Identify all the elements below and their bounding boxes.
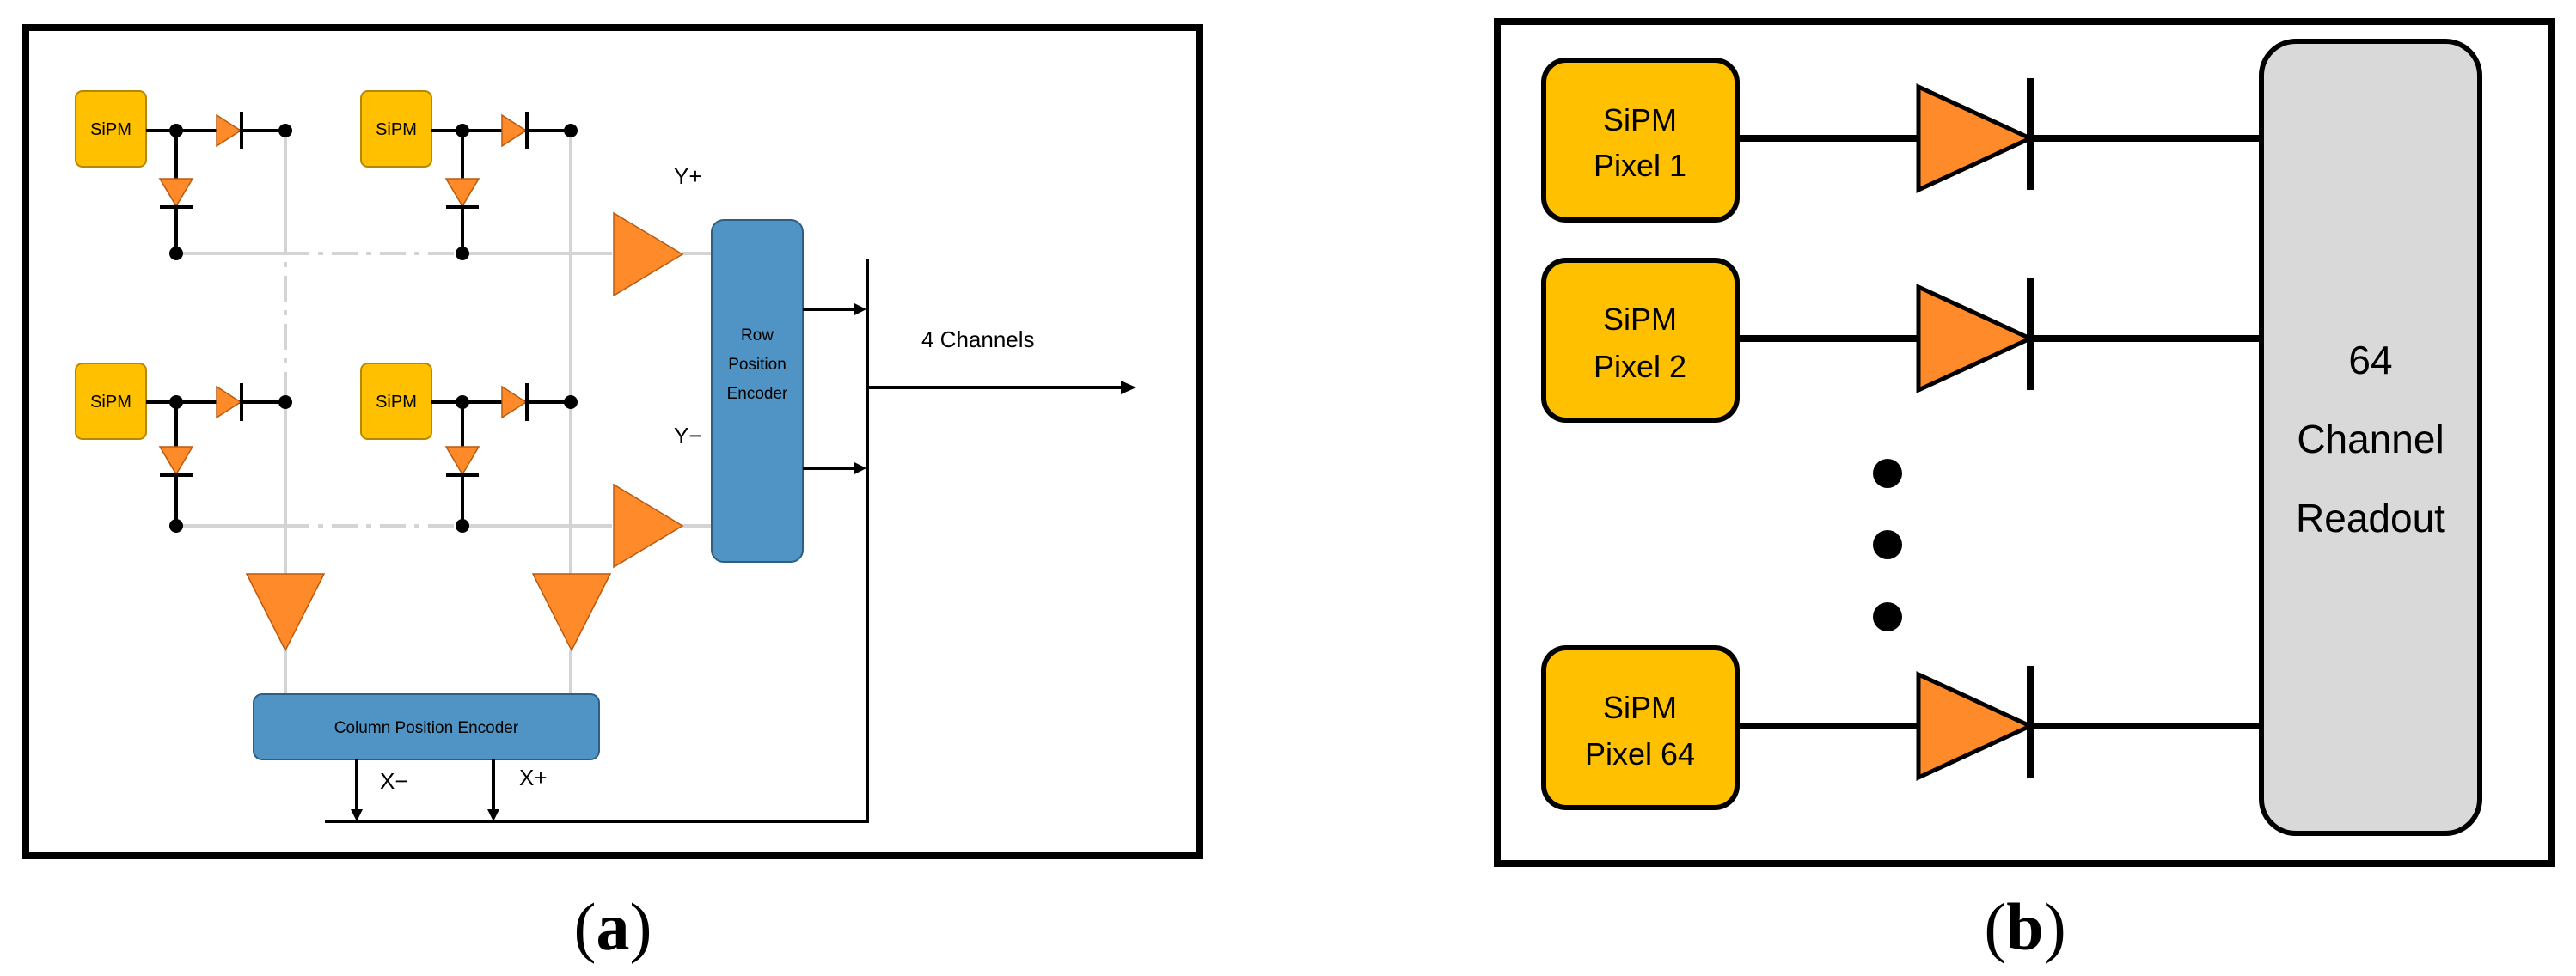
diode-icon (216, 385, 242, 419)
pixel-line-1: SiPM (1603, 102, 1677, 137)
amplifier-diode-icon (1916, 284, 2035, 393)
row-encoder-line-3: Encoder (727, 385, 788, 403)
pixel-line-2: Pixel 64 (1585, 736, 1695, 772)
diode-icon (444, 446, 480, 476)
ellipsis-dot (1873, 530, 1902, 559)
pixel-line-2: Pixel 2 (1594, 349, 1686, 384)
amplifier-diode-icon (1916, 83, 2035, 193)
column-amplifier-right (531, 573, 612, 652)
pixel-line-1: SiPM (1603, 690, 1677, 725)
diode-icon (501, 385, 528, 419)
sipm-pixel-block (1541, 58, 1740, 223)
diode-icon (158, 178, 194, 208)
pixel-line-1: SiPM (1603, 302, 1677, 337)
y-minus-label: Y− (674, 423, 702, 448)
diode-icon (158, 446, 194, 476)
grid-bus-lines (176, 131, 712, 696)
sipm-cell-top-left: SiPM (75, 90, 292, 260)
sipm-label: SiPM (90, 120, 132, 139)
amplifier-diode-icon (1916, 671, 2035, 781)
row-encoder-line-1: Row (741, 326, 774, 345)
channel-readout (2259, 39, 2482, 836)
pixel-channel-1: SiPM Pixel 1 (1541, 58, 2261, 223)
readout-line-3: Readout (2296, 496, 2445, 540)
diode-icon (501, 113, 528, 148)
pixel-line-2: Pixel 1 (1594, 148, 1686, 183)
column-encoder-label: Column Position Encoder (334, 719, 519, 737)
readout-line-1: 64 (2348, 338, 2392, 382)
row-amplifier-bottom (613, 483, 684, 569)
panel-b: 64 Channel Readout SiPM Pixel 1 SiPM Pix… (1494, 18, 2555, 867)
sipm-pixel-block (1541, 258, 1740, 423)
sipm-label: SiPM (90, 393, 132, 412)
readout-line-2: Channel (2297, 417, 2444, 461)
panel-a-frame (22, 24, 1203, 859)
sipm-cell-bottom-left: SiPM (75, 363, 292, 533)
diode-icon (444, 178, 480, 208)
sipm-label: SiPM (376, 120, 417, 139)
row-amplifier-top (613, 211, 684, 297)
y-plus-label: Y+ (674, 163, 702, 189)
row-position-encoder (711, 219, 804, 563)
output-label: 4 Channels (921, 326, 1035, 352)
row-encoder-line-2: Position (728, 356, 786, 374)
ellipsis-dot (1873, 459, 1902, 488)
ellipsis-dot (1873, 602, 1902, 631)
caption-b: (b) (1984, 889, 2065, 964)
x-minus-label: X− (380, 768, 408, 794)
panel-a: SiPM SiPM SiPM (22, 24, 1203, 859)
sipm-cell-bottom-right: SiPM (360, 363, 578, 533)
column-amplifier-left (245, 573, 326, 652)
pixel-channel-64: SiPM Pixel 64 (1541, 645, 2261, 810)
caption-a: (a) (574, 889, 652, 964)
pixel-channel-2: SiPM Pixel 2 (1541, 258, 2261, 423)
diode-icon (216, 113, 242, 148)
column-position-encoder (253, 693, 600, 760)
output-arrow-icon (1121, 381, 1136, 394)
sipm-cell-top-right: SiPM (360, 90, 578, 260)
sipm-label: SiPM (376, 393, 417, 412)
x-plus-label: X+ (519, 765, 548, 790)
sipm-pixel-block (1541, 645, 1740, 810)
